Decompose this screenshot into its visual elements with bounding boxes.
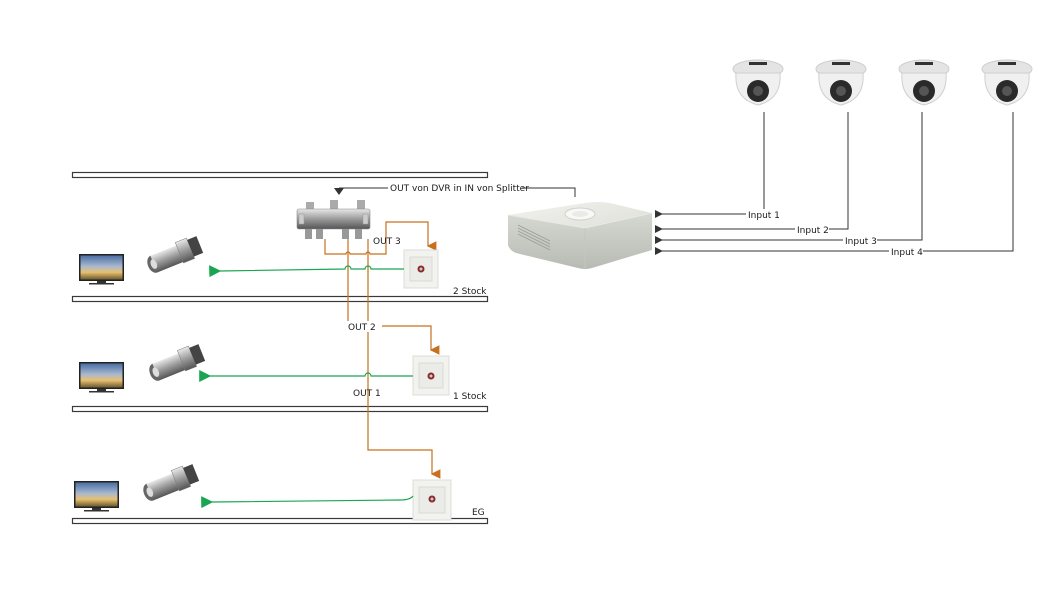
camera-2-link: [655, 112, 849, 233]
tv-link-1-stock: [199, 370, 413, 382]
out-3-label: OUT 3: [373, 237, 401, 247]
floor-label-eg: EG: [472, 508, 485, 518]
input-3-label: Input 3: [845, 237, 877, 247]
dvr-output-label: OUT von DVR in IN von Splitter: [390, 184, 529, 194]
dvr-device: [507, 202, 653, 269]
out-3-cable: [324, 221, 437, 255]
out-1-label: OUT 1: [353, 389, 381, 399]
floor-slab-eg: [71, 517, 489, 525]
floor-slab-1-stock: [71, 405, 489, 413]
splitter-device: [296, 200, 371, 239]
camera-3: [898, 59, 950, 106]
camera-2: [815, 59, 867, 106]
floor-label-1-stock: 1 Stock: [453, 392, 487, 402]
tv-link-eg: [201, 495, 414, 509]
coax-adapter-icon-eg: [143, 464, 200, 501]
tv-icon-eg: [74, 481, 119, 512]
coax-adapter-icon-2-stock: [147, 236, 204, 273]
tv-icon-2-stock: [79, 254, 124, 285]
camera-3-link: [655, 112, 923, 244]
wall-socket-2-stock: [403, 249, 439, 289]
coax-adapter-icon-1-stock: [149, 344, 206, 381]
camera-1-link: [655, 112, 765, 218]
tv-icon-1-stock: [79, 362, 124, 393]
camera-1: [732, 59, 784, 106]
out-2-label: OUT 2: [348, 323, 376, 333]
input-1-label: Input 1: [748, 211, 780, 221]
wall-socket-eg: [412, 479, 452, 521]
out-1-cable: [367, 239, 441, 479]
out-2-cable: [347, 239, 440, 355]
splitter-input-arrow-icon: [334, 188, 344, 195]
floor-slab-2-stock: [71, 295, 489, 303]
input-2-label: Input 2: [797, 226, 829, 236]
floor-label-2-stock: 2 Stock: [453, 287, 487, 297]
input-4-label: Input 4: [891, 248, 923, 258]
wall-socket-1-stock: [412, 355, 450, 396]
camera-4: [981, 59, 1033, 106]
tv-link-2-stock: [209, 265, 404, 278]
camera-4-link: [655, 112, 1014, 255]
floor-slab-top: [71, 171, 489, 179]
